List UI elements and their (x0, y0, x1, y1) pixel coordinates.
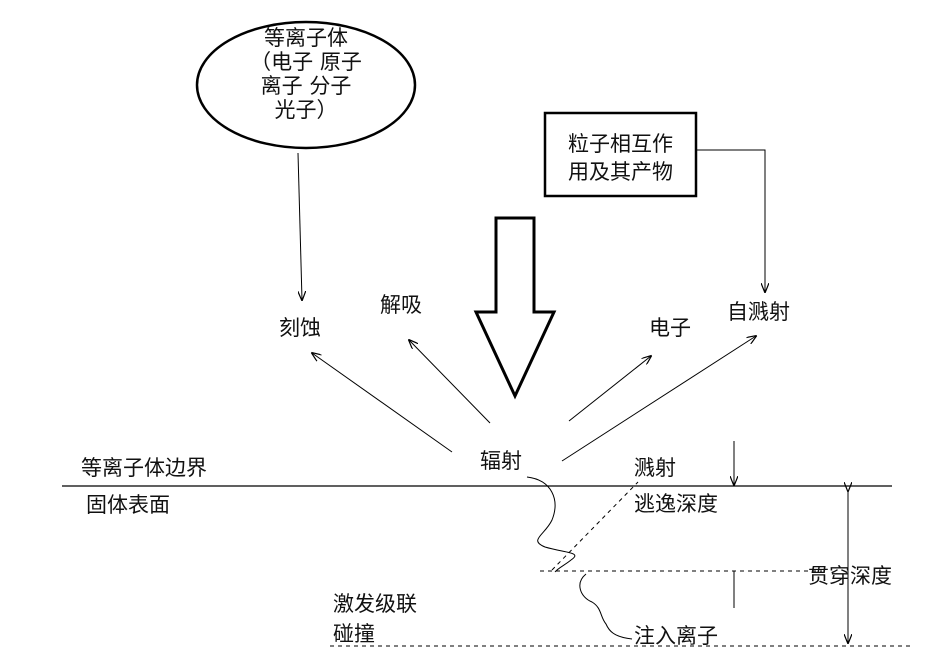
solid-surface-label: 固体表面 (86, 493, 170, 517)
implanted-ions-label: 注入离子 (634, 624, 718, 648)
plasma-ellipse (195, 20, 417, 150)
plasma-title: 等离子体 (264, 26, 348, 50)
etching-label: 刻蚀 (279, 316, 321, 340)
cascade-line-1: 激发级联 (333, 592, 417, 616)
incident-flux-arrow (473, 216, 557, 400)
electron-label: 电子 (649, 316, 691, 340)
plasma-species-line-3: 光子） (274, 98, 338, 122)
interaction-line-1: 粒子相互作 (568, 132, 673, 156)
electron-emission-arrow (568, 356, 651, 422)
cascade-line-2: 碰撞 (333, 622, 375, 646)
penetration-depth-label: 贯穿深度 (808, 564, 892, 588)
sputter-escape-path (551, 481, 639, 571)
interaction-box-frame (543, 111, 698, 198)
plasma-species-line-1: （电子 原子 (250, 50, 362, 74)
plasma-ellipse-text: 等离子体 （电子 原子 离子 分子 光子） (236, 26, 376, 122)
self-sputtering-label: 自溅射 (727, 300, 790, 324)
ion-trajectory-path (526, 476, 576, 573)
self-sputtering-emission-arrow (561, 336, 756, 462)
sputtering-label: 溅射 (634, 456, 676, 480)
implanted-ion-trajectory (579, 573, 633, 640)
desorption-label: 解吸 (380, 293, 422, 317)
cascade-collision-label: 激发级联 碰撞 (333, 589, 417, 649)
etching-emission-arrow (312, 353, 453, 453)
interaction-line-2: 用及其产物 (568, 160, 673, 184)
escape-depth-label: 逃逸深度 (634, 492, 718, 516)
radiation-label: 辐射 (480, 449, 522, 473)
plasma-to-etching-arrow (297, 152, 302, 300)
interaction-box-text: 粒子相互作 用及其产物 (547, 130, 694, 186)
interaction-to-self-sputtering-arrow (696, 149, 765, 292)
plasma-species-line-2: 离子 分子 (260, 74, 352, 98)
plasma-boundary-label: 等离子体边界 (81, 456, 207, 480)
desorption-emission-arrow (409, 340, 491, 424)
